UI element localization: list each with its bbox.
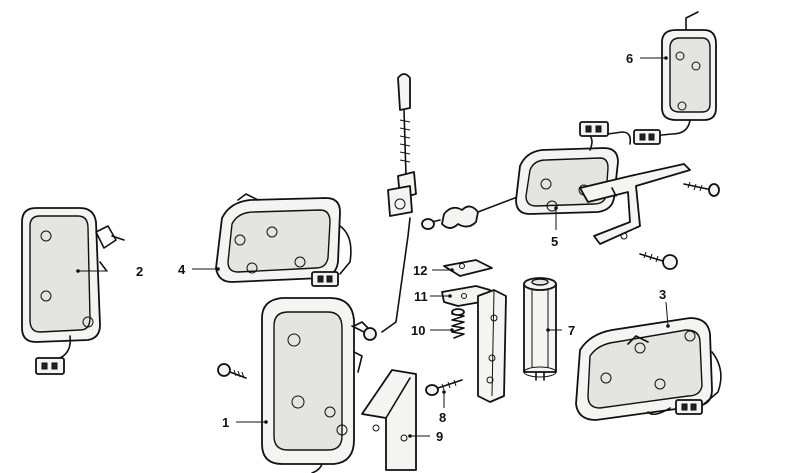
- callout-5: 5: [551, 234, 558, 249]
- actuating-rod: [351, 73, 417, 341]
- callout-7: 7: [568, 323, 575, 338]
- part-3-lock-unit: [575, 317, 722, 421]
- callout-1: 1: [222, 415, 229, 430]
- callout-9: 9: [436, 429, 443, 444]
- part-7-actuator-cylinder: [523, 277, 557, 381]
- part-12-plate: [443, 259, 493, 277]
- part-5-lock-unit: [515, 121, 691, 245]
- callout-10: 10: [411, 323, 425, 338]
- callout-12: 12: [413, 263, 427, 278]
- callout-3: 3: [659, 287, 666, 302]
- callout-6: 6: [626, 51, 633, 66]
- callout-8: 8: [439, 410, 446, 425]
- callout-labels: 1 2 3 4 5 6 7 8 9 10 11 12: [136, 51, 666, 444]
- leader-lines: [76, 56, 670, 438]
- part-6-lock-unit: [633, 11, 717, 145]
- callout-2: 2: [136, 264, 143, 279]
- screw-left: [217, 363, 247, 379]
- cable-connector: [421, 195, 521, 230]
- callout-4: 4: [178, 262, 186, 277]
- mounting-bracket: [477, 289, 507, 403]
- callout-11: 11: [414, 289, 428, 304]
- part-8-screw: [425, 379, 463, 396]
- screw-right-top: [683, 181, 720, 197]
- part-1-lock-unit: [261, 297, 373, 473]
- leader-3: [665, 301, 669, 327]
- part-9-angle-bracket: [361, 369, 417, 471]
- part-4-lock-unit: [215, 193, 352, 287]
- screw-right-bottom: [639, 251, 678, 270]
- part-10-spring: [451, 308, 465, 339]
- part-2-lock-unit: [21, 207, 125, 375]
